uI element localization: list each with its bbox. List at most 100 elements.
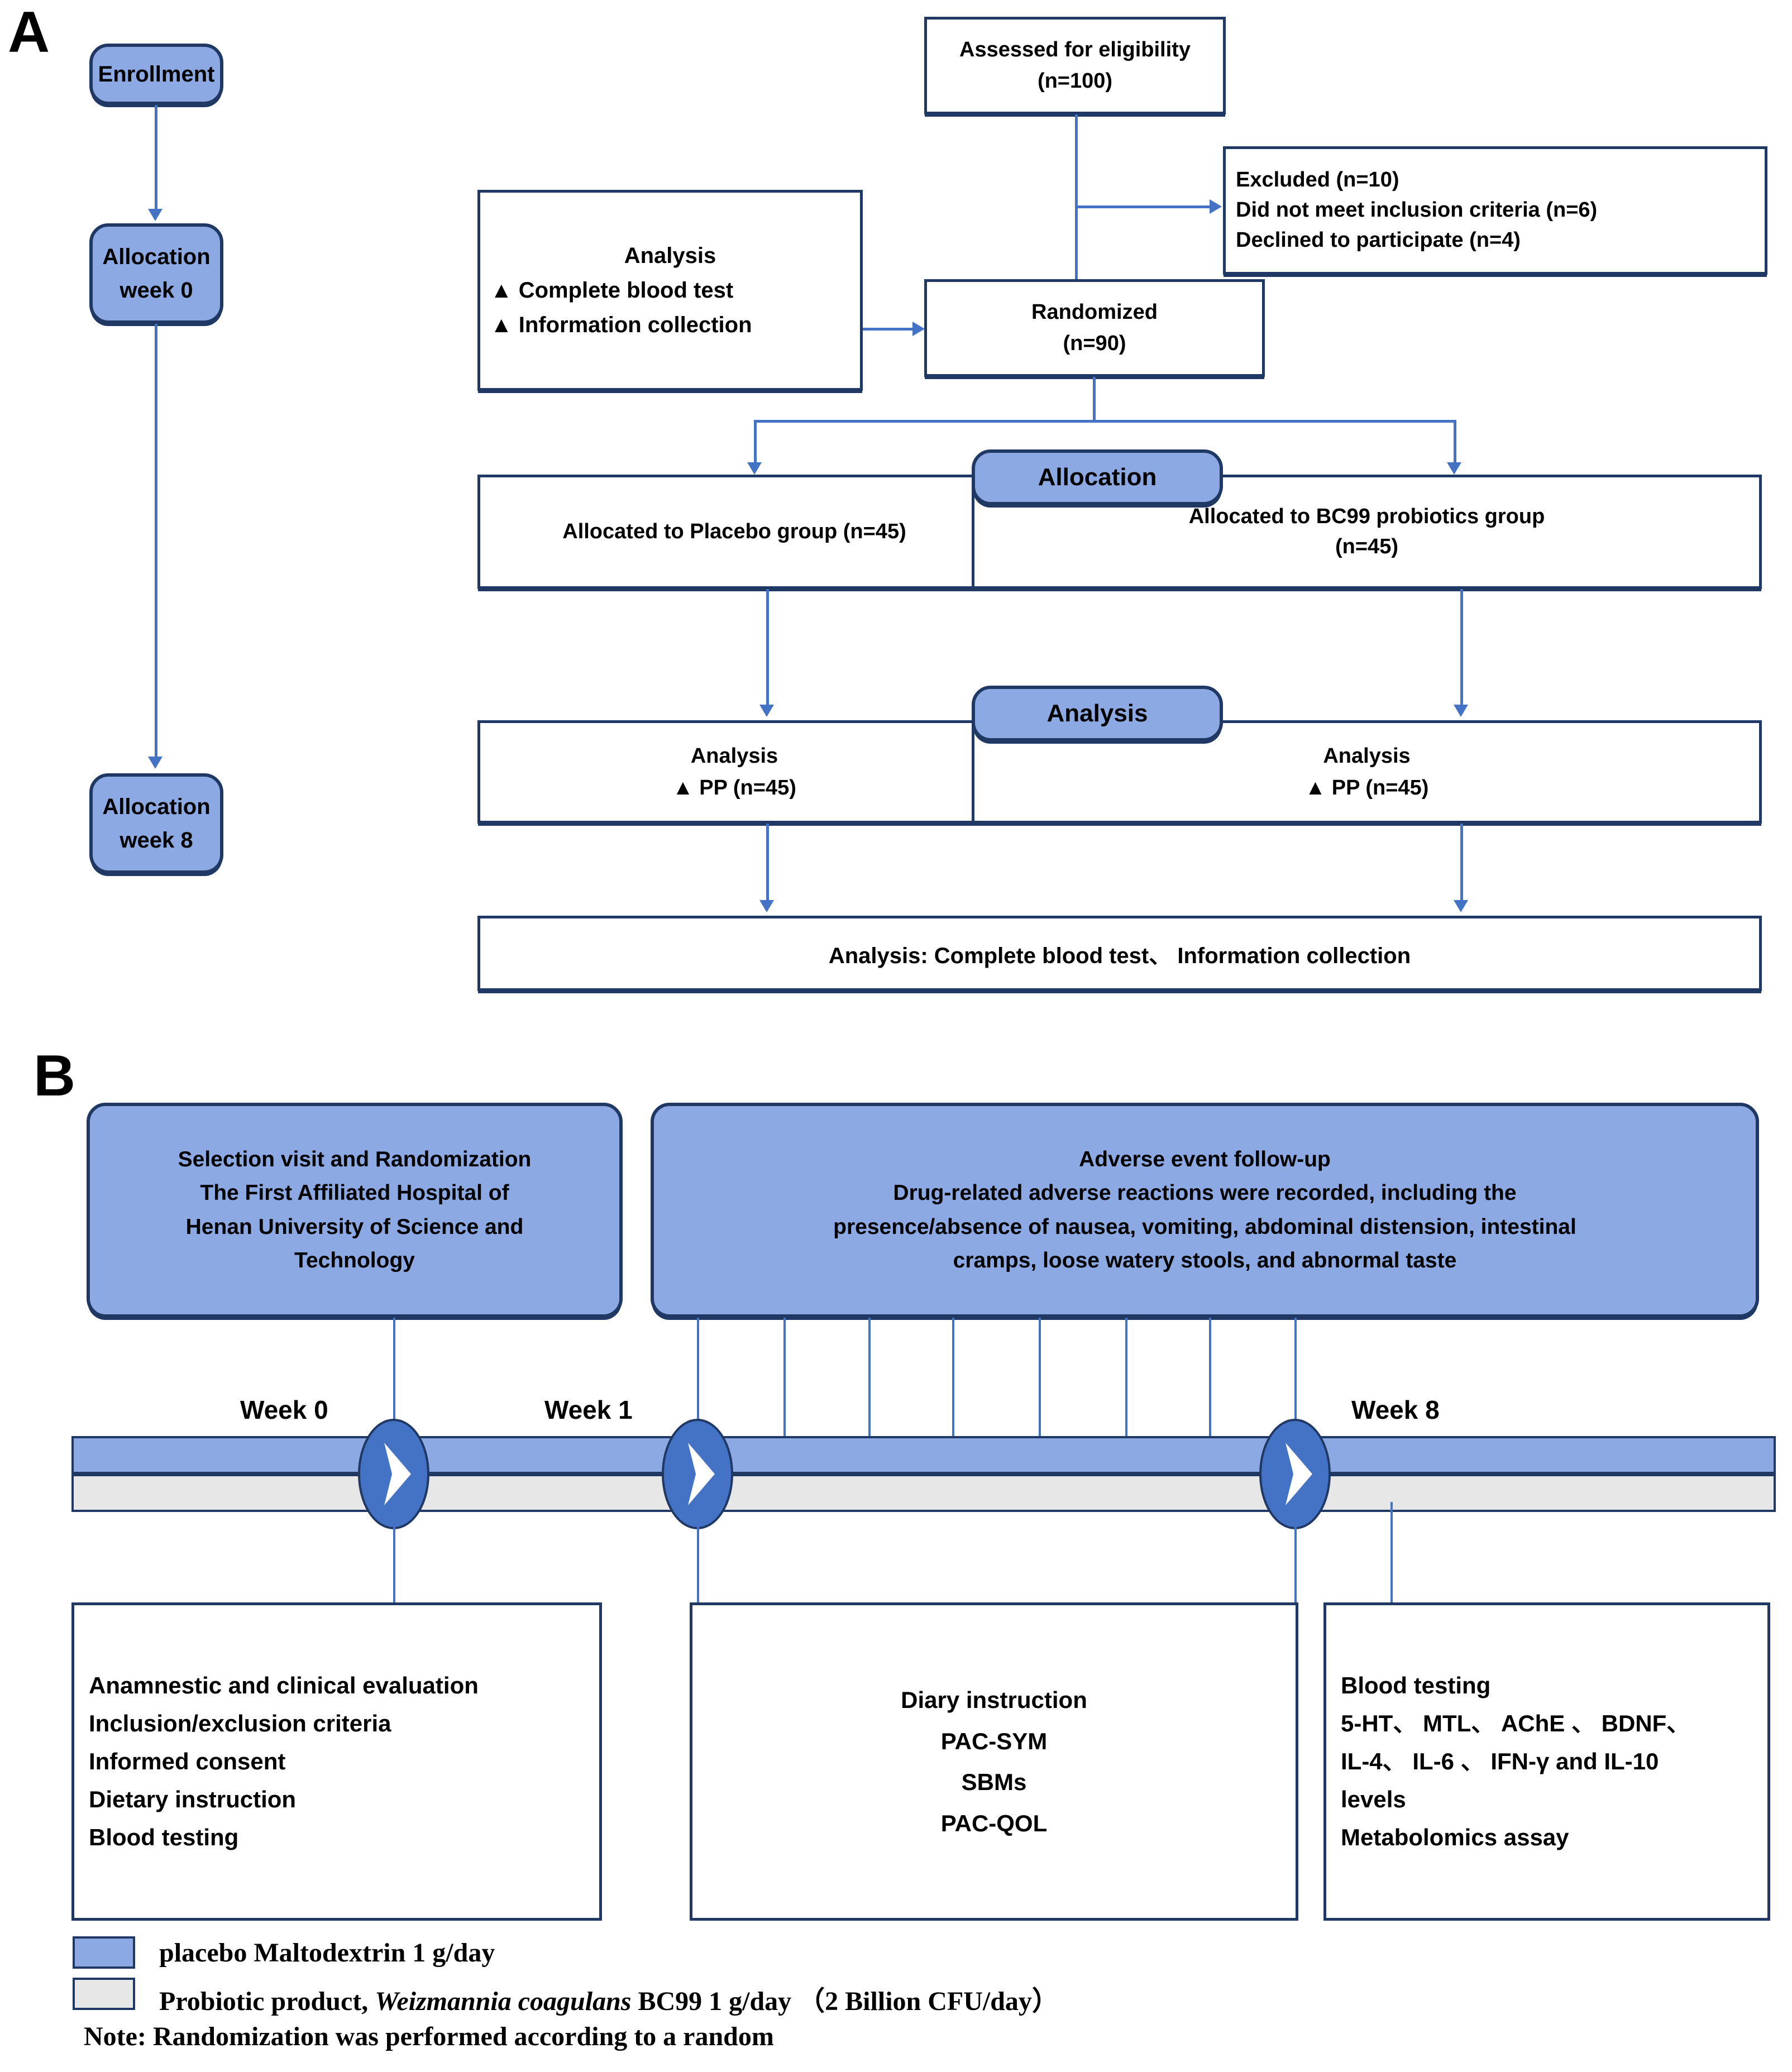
week1-line2: PAC-SYM bbox=[940, 1728, 1048, 1754]
week8-line4: levels bbox=[1341, 1786, 1406, 1813]
connector-analysis-right-to-final bbox=[1460, 824, 1463, 902]
connector-analysis-left-to-final bbox=[766, 824, 769, 902]
dropline-selection-to-week0 bbox=[393, 1318, 395, 1438]
arrowhead-placebo-to-analysis bbox=[759, 705, 774, 717]
selection-line4: Technology bbox=[294, 1248, 415, 1272]
stage-box-allocation-week-8-label-line1: Allocation bbox=[102, 795, 211, 819]
arrowhead-enrollment-to-week0 bbox=[148, 209, 163, 221]
allocated-placebo-label: Allocated to Placebo group (n=45) bbox=[562, 519, 906, 543]
dropline-adverse-tick-3 bbox=[952, 1318, 954, 1460]
arrowhead-analysis-right-to-final bbox=[1454, 900, 1468, 912]
stage-box-allocation-week-0-label-line1: Allocation bbox=[102, 245, 211, 269]
arrowhead-split-left bbox=[747, 462, 762, 475]
label-week-8: Week 8 bbox=[1351, 1395, 1440, 1424]
week8-line5: Metabolomics assay bbox=[1341, 1824, 1569, 1851]
week0-line3: Informed consent bbox=[89, 1748, 286, 1774]
dropline-week8-to-box bbox=[1294, 1512, 1297, 1604]
dropline-week0-to-box bbox=[393, 1512, 395, 1604]
analysis-left-item: ▲ PP (n=45) bbox=[672, 776, 796, 800]
box-baseline-analysis: Analysis ▲ Complete blood test ▲ Informa… bbox=[477, 190, 863, 391]
connector-split-left bbox=[754, 420, 757, 465]
adverse-line1: Adverse event follow-up bbox=[1079, 1147, 1331, 1171]
legend-label-placebo: placebo Maltodextrin 1 g/day bbox=[159, 1938, 495, 1968]
legend-probiotic-post: BC99 1 g/day （2 Billion CFU/day） bbox=[631, 1987, 1059, 2016]
box-adverse-event-followup: Adverse event follow-up Drug-related adv… bbox=[651, 1103, 1759, 1318]
legend-label-probiotic: Probiotic product, Weizmannia coagulans … bbox=[159, 1979, 1059, 2018]
analysis-right-item: ▲ PP (n=45) bbox=[1304, 776, 1429, 800]
dropline-week1-to-box bbox=[697, 1512, 699, 1604]
header-analysis-label: Analysis bbox=[1046, 700, 1148, 727]
selection-line3: Henan University of Science and bbox=[185, 1214, 524, 1239]
analysis-left-title: Analysis bbox=[690, 744, 778, 768]
dropline-adverse-week8 bbox=[1294, 1318, 1297, 1438]
connector-assessed-to-randomized bbox=[1075, 114, 1078, 282]
selection-line2: The First Affiliated Hospital of bbox=[200, 1181, 509, 1205]
panel-a-letter: A bbox=[8, 0, 50, 65]
baseline-analysis-item2: ▲ Information collection bbox=[490, 313, 752, 337]
label-week-0: Week 0 bbox=[240, 1395, 328, 1424]
panel-b-letter: B bbox=[34, 1044, 76, 1108]
dropline-week8-extra bbox=[1390, 1502, 1393, 1604]
box-analysis-placebo: Analysis ▲ PP (n=45) bbox=[477, 720, 991, 824]
connector-randomized-split bbox=[754, 420, 1456, 423]
connector-randomized-down bbox=[1093, 377, 1096, 422]
arrowhead-week0-to-week8 bbox=[148, 757, 163, 769]
week0-line2: Inclusion/exclusion criteria bbox=[89, 1710, 391, 1736]
assessed-line1: Assessed for eligibility bbox=[959, 38, 1191, 62]
box-week8-assessments: Blood testing 5-HT、 MTL、 AChE 、 BDNF、 IL… bbox=[1323, 1602, 1770, 1921]
stage-box-allocation-week-8: Allocation week 8 bbox=[89, 773, 223, 874]
legend-probiotic-species: Weizmannia coagulans bbox=[375, 1987, 632, 2016]
dropline-adverse-week1 bbox=[697, 1318, 699, 1438]
final-analysis-label: Analysis: Complete blood test、 Informati… bbox=[828, 943, 1411, 968]
arrowhead-bc99-to-analysis bbox=[1454, 705, 1468, 717]
allocated-bc99-line2: (n=45) bbox=[1335, 534, 1398, 558]
arrowhead-assessed-to-excluded bbox=[1210, 199, 1222, 214]
adverse-line3: presence/absence of nausea, vomiting, ab… bbox=[833, 1214, 1576, 1239]
timeline-bar-placebo bbox=[71, 1436, 1776, 1474]
dropline-adverse-tick-6 bbox=[1209, 1318, 1211, 1460]
adverse-line4: cramps, loose watery stools, and abnorma… bbox=[953, 1248, 1457, 1272]
label-week-1: Week 1 bbox=[544, 1395, 633, 1424]
excluded-line2: Did not meet inclusion criteria (n=6) bbox=[1236, 198, 1598, 222]
box-week0-assessments: Anamnestic and clinical evaluation Inclu… bbox=[71, 1602, 602, 1921]
arrowhead-split-right bbox=[1447, 462, 1461, 475]
box-analysis-bc99: Analysis ▲ PP (n=45) bbox=[972, 720, 1762, 824]
arrowhead-analysis-left-to-final bbox=[759, 900, 774, 912]
header-analysis: Analysis bbox=[972, 686, 1223, 741]
randomized-line2: (n=90) bbox=[1063, 331, 1126, 355]
box-randomized: Randomized (n=90) bbox=[924, 279, 1265, 377]
stage-box-enrollment-label: Enrollment bbox=[98, 61, 215, 87]
selection-line1: Selection visit and Randomization bbox=[178, 1147, 532, 1171]
connector-week0-to-week8 bbox=[155, 324, 157, 758]
connector-enrollment-to-week0 bbox=[155, 105, 157, 210]
week8-line3: IL-4、 IL-6 、 IFN-γ and IL-10 bbox=[1341, 1748, 1659, 1774]
legend-probiotic-pre: Probiotic product, bbox=[159, 1987, 375, 2016]
dropline-adverse-tick-5 bbox=[1125, 1318, 1127, 1460]
box-selection-visit: Selection visit and Randomization The Fi… bbox=[87, 1103, 623, 1318]
legend-note: Note: Randomization was performed accord… bbox=[84, 2022, 774, 2051]
connector-baseline-to-randomized bbox=[863, 328, 919, 331]
box-assessed-for-eligibility: Assessed for eligibility (n=100) bbox=[924, 17, 1226, 114]
week1-line1: Diary instruction bbox=[901, 1687, 1087, 1713]
week0-line4: Dietary instruction bbox=[89, 1786, 297, 1813]
box-excluded: Excluded (n=10) Did not meet inclusion c… bbox=[1223, 146, 1767, 275]
dropline-adverse-tick-4 bbox=[1039, 1318, 1041, 1460]
box-allocated-placebo: Allocated to Placebo group (n=45) bbox=[477, 475, 991, 589]
connector-placebo-to-analysis bbox=[766, 589, 769, 706]
week1-line3: SBMs bbox=[961, 1769, 1027, 1795]
header-allocation: Allocation bbox=[972, 449, 1223, 505]
randomized-line1: Randomized bbox=[1031, 300, 1158, 324]
adverse-line2: Drug-related adverse reactions were reco… bbox=[893, 1181, 1517, 1205]
timeline-marker-week-0 bbox=[357, 1418, 430, 1530]
baseline-analysis-item1: ▲ Complete blood test bbox=[490, 278, 734, 303]
week8-line1: Blood testing bbox=[1341, 1672, 1491, 1698]
analysis-right-title: Analysis bbox=[1323, 744, 1411, 768]
arrowhead-baseline-to-randomized bbox=[912, 322, 925, 336]
box-week1-assessments: Diary instruction PAC-SYM SBMs PAC-QOL bbox=[690, 1602, 1298, 1921]
week1-line4: PAC-QOL bbox=[940, 1810, 1048, 1836]
excluded-line3: Declined to participate (n=4) bbox=[1236, 228, 1521, 252]
assessed-line2: (n=100) bbox=[1037, 69, 1113, 93]
dropline-adverse-tick-1 bbox=[783, 1318, 786, 1460]
stage-box-allocation-week-0-label-line2: week 0 bbox=[120, 278, 193, 303]
